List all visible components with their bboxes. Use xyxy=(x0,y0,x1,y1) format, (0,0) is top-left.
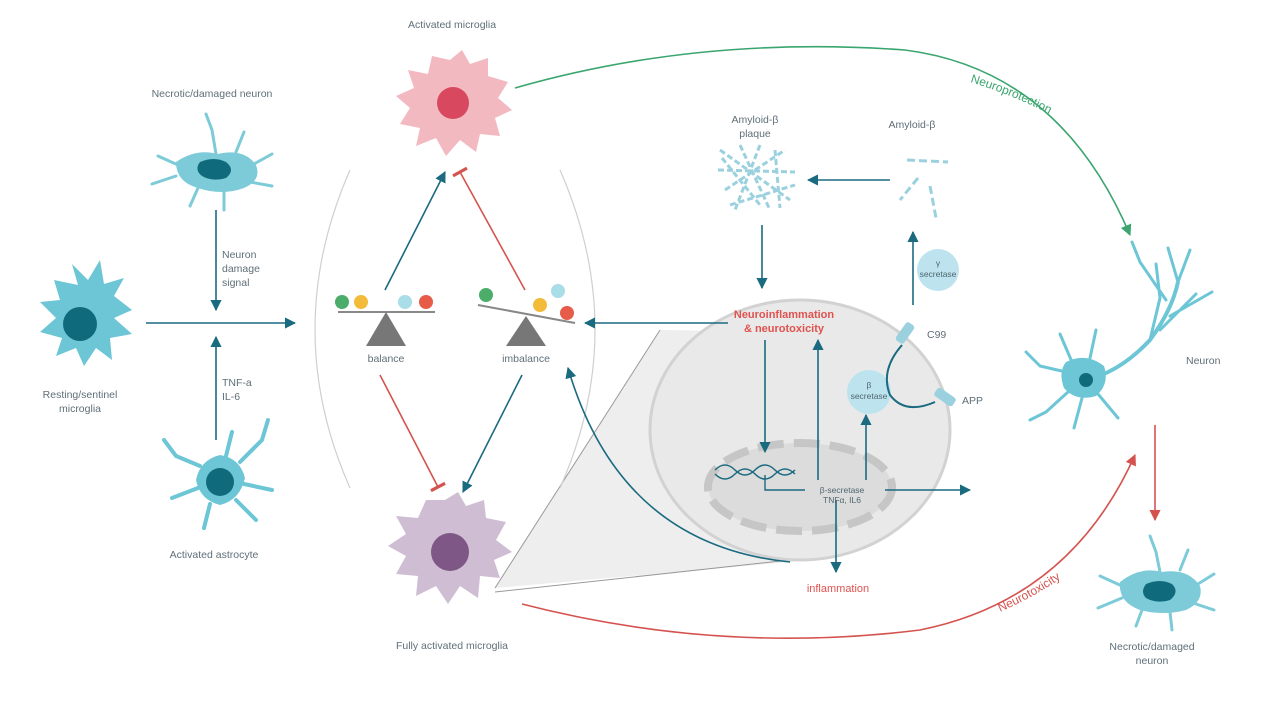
zoom-line-top xyxy=(494,329,661,589)
gamma-secretase-icon xyxy=(917,249,959,291)
label-amyloid-plaque-1: Amyloid-β xyxy=(732,114,779,126)
label-necrotic-neuron-bottom-2: neuron xyxy=(1136,655,1169,667)
activated-microglia-icon xyxy=(396,50,512,156)
arrow-balance-to-activated xyxy=(384,171,446,291)
label-neuron-damage-3: signal xyxy=(222,277,249,289)
label-neuron-damage-2: damage xyxy=(222,263,260,275)
necrotic-neuron-bottom-icon xyxy=(1096,534,1216,632)
label-necrotic-neuron-top: Necrotic/damaged neuron xyxy=(152,88,273,100)
beta-secretase-icon xyxy=(847,370,891,414)
amyloid-beta-icon xyxy=(898,158,949,219)
label-activated-microglia: Activated microglia xyxy=(408,19,496,31)
imbalance-scale-icon xyxy=(477,284,576,346)
neurotoxicity-arrow xyxy=(521,453,1136,640)
necrotic-neuron-top-icon xyxy=(150,112,274,212)
label-amyloid-beta: Amyloid-β xyxy=(889,119,936,131)
neuron-icon xyxy=(1024,240,1214,430)
label-tnf: TNF-a xyxy=(222,377,252,389)
label-beta-secretase-tnf-2: TNFα, IL6 xyxy=(823,495,861,505)
activated-astrocyte-icon xyxy=(162,418,274,530)
resting-microglia-icon xyxy=(40,260,132,366)
label-activated-astrocyte: Activated astrocyte xyxy=(170,549,259,561)
fully-activated-microglia-icon xyxy=(388,492,512,604)
label-app: APP xyxy=(962,395,983,407)
amyloid-plaque-icon xyxy=(717,144,796,211)
arrow-inflammation-to-imbalance xyxy=(565,366,791,563)
label-beta-1: β xyxy=(867,380,872,390)
c99-fragment-icon xyxy=(895,322,915,344)
label-neuroinflammation-2: & neurotoxicity xyxy=(744,323,825,335)
label-neuron: Neuron xyxy=(1186,355,1221,367)
label-resting-2: microglia xyxy=(59,403,101,415)
label-inflammation: inflammation xyxy=(807,583,869,595)
label-neurotoxicity: Neurotoxicity xyxy=(996,569,1063,614)
arrow-imbalance-to-full xyxy=(462,374,523,494)
label-resting-1: Resting/sentinel xyxy=(43,389,118,401)
label-beta-secretase-tnf-1: β-secretase xyxy=(820,485,865,495)
label-imbalance: imbalance xyxy=(502,353,550,365)
zoom-line-bottom xyxy=(494,559,791,593)
left-divider-arc xyxy=(314,169,351,489)
right-divider-arc xyxy=(559,169,596,489)
label-gamma-2: secretase xyxy=(920,269,957,279)
label-fully-activated-microglia: Fully activated microglia xyxy=(396,640,508,652)
inhibit-imbalance-activated xyxy=(452,166,526,291)
inhibit-balance-full xyxy=(379,374,446,493)
neuroprotection-arrow xyxy=(514,45,1132,237)
nucleus-ellipse xyxy=(704,439,896,535)
dna-bracket xyxy=(764,475,805,491)
balance-scale-icon xyxy=(335,295,435,346)
label-il6: IL-6 xyxy=(222,391,240,403)
label-gamma-1: γ xyxy=(936,258,941,268)
label-c99: C99 xyxy=(927,329,946,341)
label-neuroprotection: Neuroprotection xyxy=(969,72,1054,117)
label-necrotic-neuron-bottom-1: Necrotic/damaged xyxy=(1109,641,1194,653)
label-beta-2: secretase xyxy=(851,391,888,401)
label-balance: balance xyxy=(368,353,405,365)
dna-strand-icon xyxy=(714,464,796,480)
app-cleavage-arc xyxy=(886,344,936,409)
app-fragment-icon xyxy=(934,387,956,407)
label-neuroinflammation-1: Neuroinflammation xyxy=(734,309,835,321)
label-neuron-damage-1: Neuron xyxy=(222,249,257,261)
label-amyloid-plaque-2: plaque xyxy=(739,128,771,140)
